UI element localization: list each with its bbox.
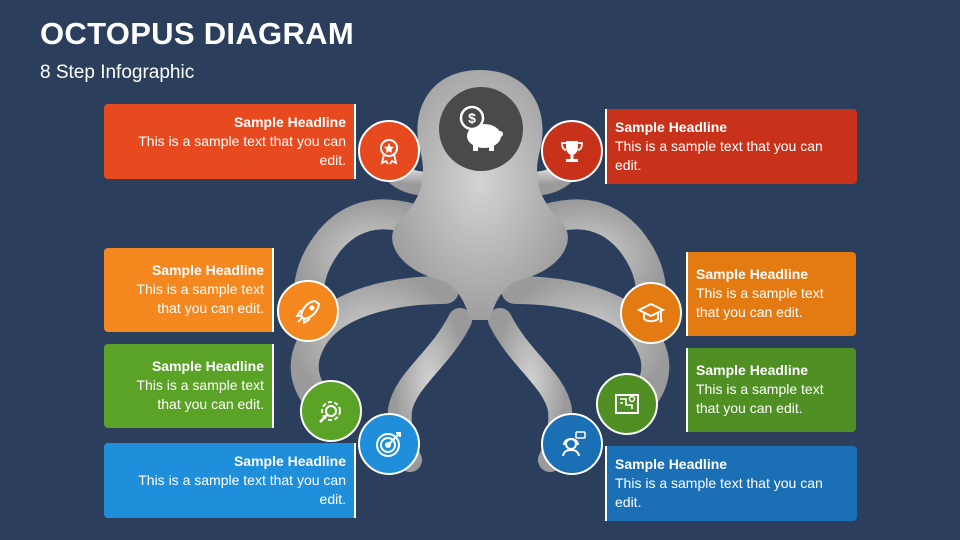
step-icon-circle-7 (596, 373, 658, 435)
step-text: This is a sample text that you can edit. (696, 285, 824, 320)
step-text: This is a sample text that you can edit. (696, 381, 824, 416)
step-headline: Sample Headline (615, 119, 728, 135)
page-title: OCTOPUS DIAGRAM (40, 16, 354, 51)
svg-text:$: $ (468, 110, 476, 126)
center-icon-circle: $ (439, 87, 523, 171)
gear-wrench-icon (319, 401, 341, 423)
step-headline: Sample Headline (233, 453, 346, 469)
page-subtitle: 8 Step Infographic (40, 62, 195, 83)
trophy-icon (561, 141, 583, 162)
step-icon-circle-1 (358, 120, 420, 182)
blueprint-icon (615, 394, 639, 414)
step-headline: Sample Headline (615, 456, 728, 472)
support-agent-icon (562, 431, 586, 457)
rocket-icon (295, 299, 321, 325)
step-headline: Sample Headline (233, 114, 346, 130)
step-text: This is a sample text that you can edit. (136, 377, 264, 412)
step-text: This is a sample text that you can edit. (615, 138, 823, 173)
step-icon-circle-2 (277, 280, 339, 342)
step-text: This is a sample text that you can edit. (138, 133, 346, 168)
step-text: This is a sample text that you can edit. (136, 281, 264, 316)
award-ribbon-icon (380, 139, 398, 165)
step-headline: Sample Headline (696, 362, 809, 378)
step-headline: Sample Headline (696, 266, 809, 282)
step-icon-circle-6 (620, 282, 682, 344)
graduation-cap-icon (636, 302, 666, 323)
step-icon-circle-4 (358, 413, 420, 475)
step-text: This is a sample text that you can edit. (615, 475, 823, 510)
step-headline: Sample Headline (151, 262, 264, 278)
piggy-bank-dollar-icon: $ (459, 105, 503, 151)
step-text: This is a sample text that you can edit. (138, 472, 346, 507)
octopus-body (392, 70, 568, 320)
step-icon-circle-3 (300, 380, 362, 442)
step-icon-circle-8 (541, 413, 603, 475)
step-headline: Sample Headline (151, 358, 264, 374)
target-icon (376, 432, 401, 457)
step-icon-circle-5 (541, 120, 603, 182)
